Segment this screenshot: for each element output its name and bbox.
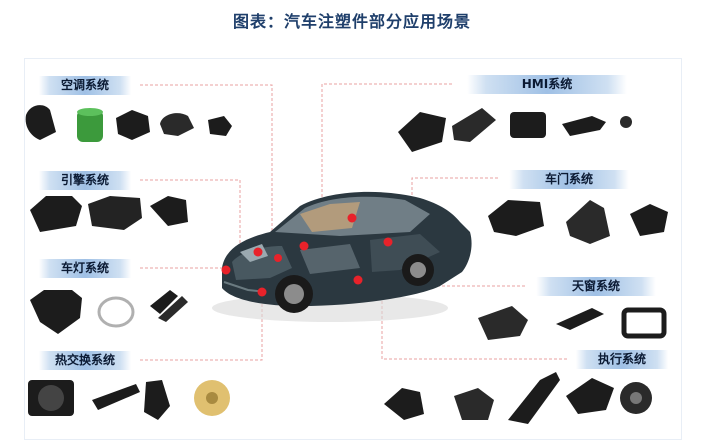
engine-parts xyxy=(30,196,188,232)
actuator-parts xyxy=(384,372,652,424)
marker-door xyxy=(383,237,393,247)
marker-sunroof xyxy=(347,213,357,223)
lights-parts xyxy=(30,290,188,334)
car-illustration xyxy=(212,191,472,322)
connector-engine xyxy=(140,179,241,252)
ac-parts xyxy=(25,105,232,142)
marker-hmi xyxy=(299,241,309,251)
sunroof-parts xyxy=(478,306,667,340)
label-door-system: 车门系统 xyxy=(498,170,640,189)
connector-ac xyxy=(140,84,273,253)
heat-parts xyxy=(28,380,230,420)
label-hmi-system: HMI系统 xyxy=(452,75,642,94)
label-actuator-system: 执行系统 xyxy=(567,350,677,369)
marker-actuator xyxy=(353,275,363,285)
page-title: 图表：汽车注塑件部分应用场景 xyxy=(232,12,471,31)
label-lights-system: 车灯系统 xyxy=(30,259,140,278)
marker-heat xyxy=(257,287,267,297)
label-ac-system: 空调系统 xyxy=(30,76,140,95)
location-markers xyxy=(221,213,393,297)
door-parts xyxy=(488,200,668,244)
connector-hmi xyxy=(303,83,452,245)
label-heat-exchange-system: 热交换系统 xyxy=(30,351,140,370)
marker-ac xyxy=(253,247,263,257)
marker-lights xyxy=(221,265,231,275)
marker-engine xyxy=(274,254,282,262)
label-engine-system: 引擎系统 xyxy=(30,171,140,190)
hmi-parts xyxy=(398,108,632,152)
diagram-frame xyxy=(24,58,682,440)
label-sunroof-system: 天窗系统 xyxy=(525,277,667,296)
